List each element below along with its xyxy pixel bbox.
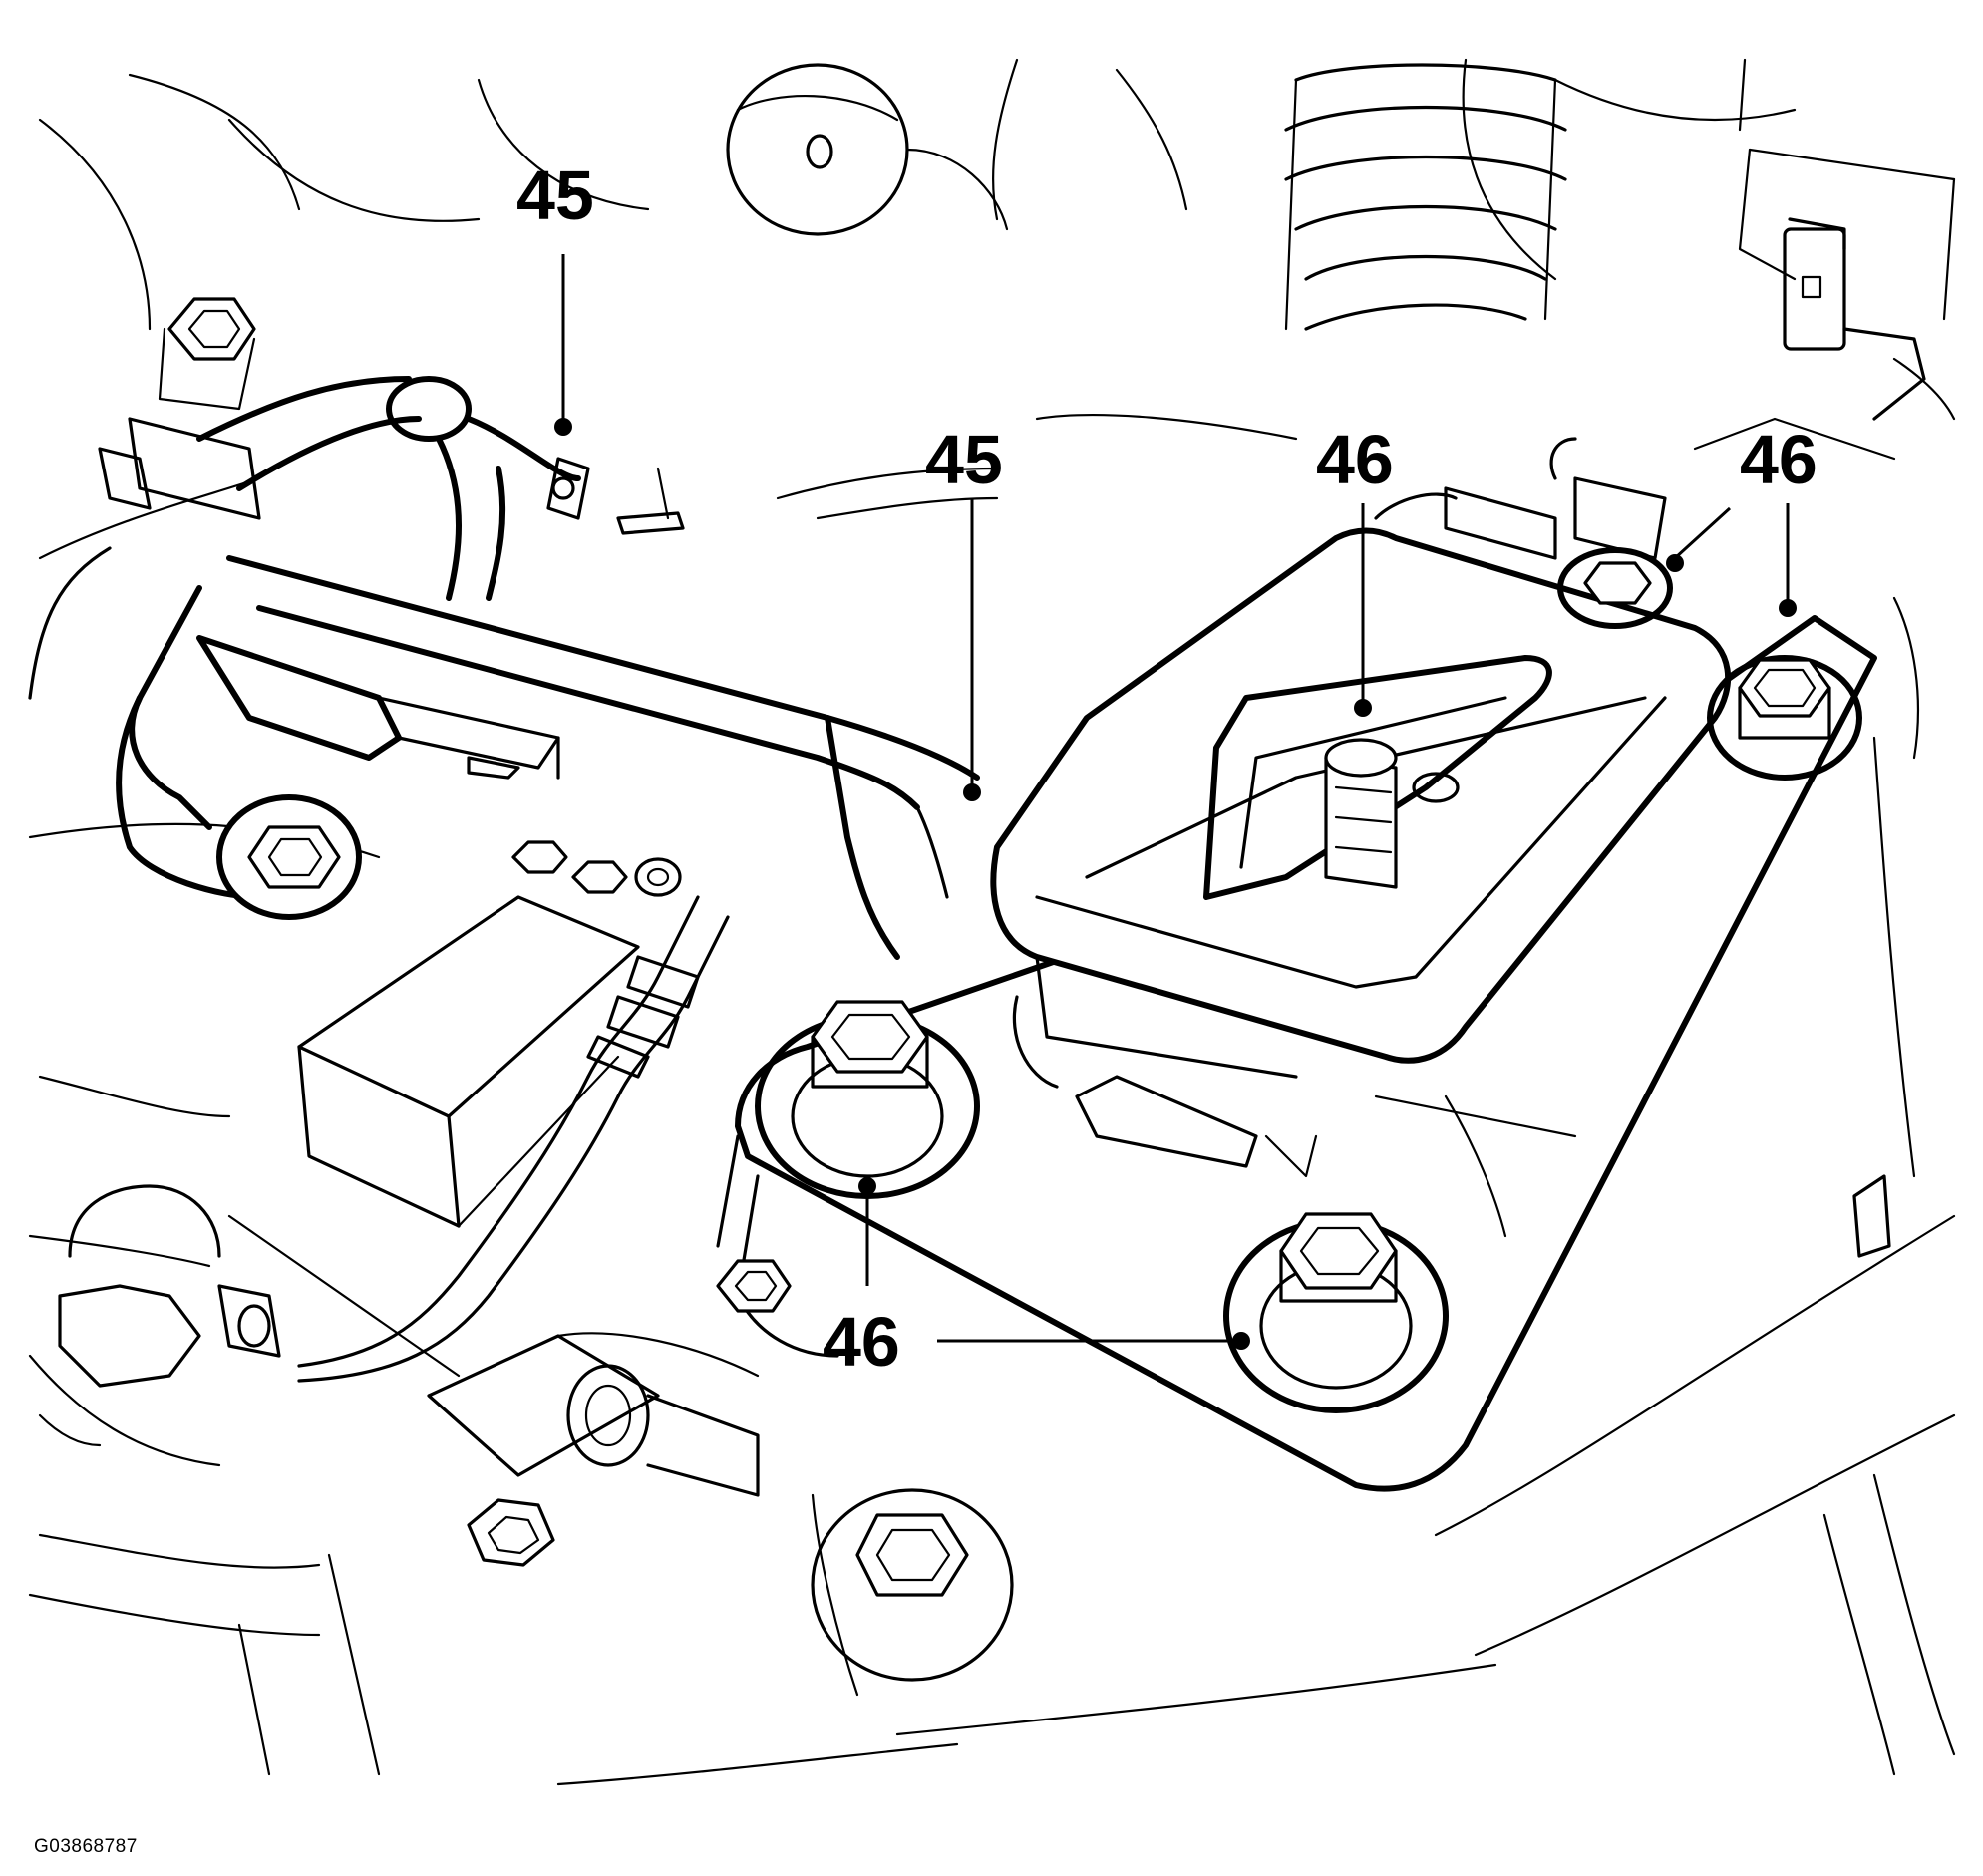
harness-plugs: [1374, 417, 1896, 560]
small-nuts: [511, 840, 682, 897]
left-bracket: [28, 417, 261, 700]
left-upper-bolt: [158, 297, 256, 411]
leader-dot-46-bottom-up: [858, 1177, 876, 1195]
mount-stud: [1324, 738, 1460, 889]
upper-bushing: [726, 63, 1009, 236]
mount-bolt-right: [1707, 655, 1862, 781]
callout-labels: 45 45 46 46 46: [516, 156, 1818, 1381]
mount-bolt-lower: [1223, 1212, 1449, 1413]
callout-45-top: 45: [516, 156, 594, 234]
sensor-knob: [28, 1184, 281, 1467]
leader-dot-46-center: [1354, 699, 1372, 717]
lower-left-bracket: [427, 1332, 760, 1567]
lower-center-bolt: [811, 1488, 1014, 1697]
leader-dot-46-right: [1779, 599, 1797, 617]
electrical-connector: [1783, 217, 1956, 421]
leader-dot-45-center: [963, 783, 981, 801]
leader-dot-45-top: [554, 418, 572, 436]
callout-46-right: 46: [1740, 421, 1818, 498]
callout-leaders: [554, 254, 1797, 1350]
torque-rod-bolt: [216, 794, 362, 920]
mount-bolt-left: [755, 1000, 980, 1199]
callout-46-bottom: 46: [823, 1303, 900, 1381]
leader-dot-46-bottom-right: [1232, 1332, 1250, 1350]
brake-line: [297, 895, 730, 1383]
small-nut-left: [716, 1259, 792, 1313]
torque-rod: [116, 555, 980, 960]
coolant-hose: [196, 376, 685, 601]
control-module: [227, 895, 640, 1378]
upper-right-bolt: [1557, 547, 1673, 629]
leader-dot-46-right-2: [1666, 554, 1684, 572]
coil-spring: [1284, 63, 1567, 331]
wire-harness: [776, 414, 1919, 1178]
leader-46-right-2: [1673, 506, 1732, 560]
figure-id: G03868787: [34, 1836, 138, 1857]
right-tab: [1852, 1174, 1891, 1258]
callout-46-center: 46: [1316, 421, 1394, 498]
callout-45-center: 45: [925, 421, 1003, 498]
